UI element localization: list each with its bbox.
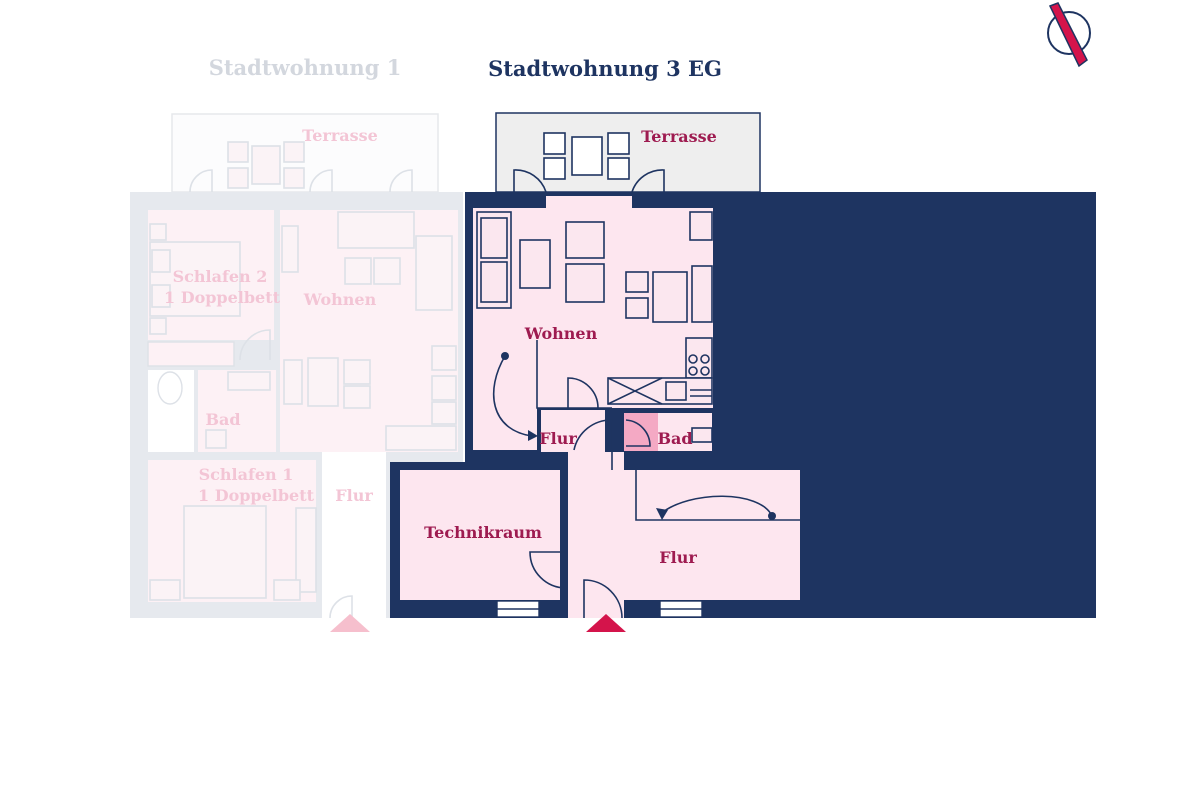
main-flur-label: Flur [659,548,697,567]
north-arrow-icon [1047,2,1091,68]
main-terrace-label: Terrasse [641,127,717,146]
left-flur-label: Flur [335,486,373,505]
main-flur-room [568,470,800,600]
left-entrance-icon [330,614,370,632]
main-unit-title: Stadtwohnung 3 EG [488,56,722,81]
left-schlafen2-line2: 1 Doppelbett [164,288,281,307]
main-flur-small-label: Flur [539,429,577,448]
left-bad-label: Bad [205,410,240,429]
main-unit: Terrasse Wohnen Flur Bad Technikraum Flu… [390,112,1096,632]
main-technikraum-label: Technikraum [424,523,542,542]
main-technikraum-room [400,470,560,600]
entrance-triangle-icon [586,614,626,632]
left-wohnen-label: Wohnen [303,290,377,309]
main-bad-label: Bad [657,429,692,448]
left-terrace-label: Terrasse [302,126,378,145]
left-schlafen1-line2: 1 Doppelbett [198,486,315,505]
left-schlafen1-line1: Schlafen 1 [199,465,294,484]
left-schlafen2-line1: Schlafen 2 [173,267,268,286]
main-flur-small-room [541,410,605,452]
left-unit: Terrasse Schlafen 2 1 Doppelbett Wohnen … [130,113,463,632]
left-unit-title: Stadtwohnung 1 [209,55,402,80]
main-wohnen-label: Wohnen [524,324,598,343]
